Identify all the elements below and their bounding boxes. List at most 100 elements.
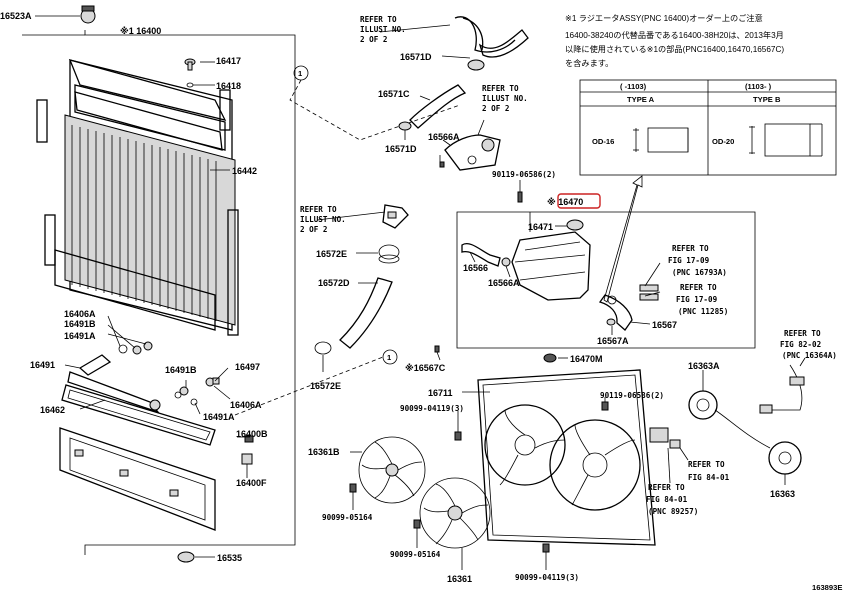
fan-shroud-16711[interactable] [477,369,656,546]
side-seal-left[interactable] [36,99,48,143]
label-16400b[interactable]: 16400B [236,429,268,439]
refer-fig82-2[interactable]: FIG 82-02 [780,340,821,349]
refer-fig84b-3[interactable]: (PNC 89257) [648,507,698,516]
bolt-16566a-clip[interactable] [439,161,445,168]
label-16491a-mid[interactable]: 16491A [203,412,235,422]
label-16442[interactable]: 16442 [232,166,257,176]
refer-fig17b-1[interactable]: REFER TO [680,283,717,292]
label-90099-05164-mid[interactable]: 90099-05164 [390,550,441,559]
water-outlet-16566a[interactable] [444,134,501,171]
refer-left-2[interactable]: ILLUST NO. [300,215,346,224]
label-16535[interactable]: 16535 [217,553,242,563]
label-16566a-mid[interactable]: 16566A [488,278,520,288]
label-90099-04119-bottom[interactable]: 90099-04119(3) [515,573,579,582]
bolt-90119-top[interactable] [517,191,523,203]
gasket-16418[interactable] [186,82,194,88]
label-16491a-left[interactable]: 16491A [64,331,96,341]
refer-fig84b-2[interactable]: FIG 84-01 [646,495,688,504]
refer-fig17a-1[interactable]: REFER TO [672,244,709,253]
label-16462[interactable]: 16462 [40,405,65,415]
label-16572e-top[interactable]: 16572E [316,249,347,259]
bolt-90099-04119-top[interactable] [454,431,462,441]
fan-motor-16363[interactable] [768,441,802,475]
fan-relay-wiring[interactable] [649,364,805,449]
fan-motor-16363a[interactable] [688,390,718,420]
label-16523a[interactable]: 16523A [0,11,32,21]
refer-fig17b-2[interactable]: FIG 17-09 [676,295,718,304]
reservoir-hose-16567[interactable] [598,294,633,331]
reservoir-tank-16470[interactable] [511,219,591,301]
bolt-90119-mid[interactable] [601,401,609,411]
label-90099-05164-left[interactable]: 90099-05164 [322,513,373,522]
side-seal-right[interactable] [227,209,239,336]
label-16566[interactable]: 16566 [463,263,488,273]
refer-mid-2[interactable]: ILLUST NO. [482,94,528,103]
label-16491[interactable]: 16491 [30,360,55,370]
o-rings-middle[interactable] [174,377,220,406]
label-16361b[interactable]: 16361B [308,447,340,457]
fan-16361[interactable] [419,477,491,549]
label-16400f[interactable]: 16400F [236,478,267,488]
refer-mid-3[interactable]: 2 OF 2 [482,104,509,113]
refer-fig17b-3[interactable]: (PNC 11285) [678,307,728,316]
label-16497[interactable]: 16497 [235,362,260,372]
radiator-cap[interactable] [80,5,96,24]
refer-fig82-1[interactable]: REFER TO [784,329,821,338]
bolt-90099-05164-left[interactable] [349,483,357,493]
hose-16571-assembly[interactable] [398,16,529,131]
drain-cock-16400f[interactable] [241,453,253,470]
clip-16470m[interactable] [543,353,557,363]
label-16417[interactable]: 16417 [216,56,241,66]
bolt-16400b[interactable] [244,435,254,443]
refer-left-1[interactable]: REFER TO [300,205,337,214]
label-16571c[interactable]: 16571C [378,89,410,99]
label-16406a-left[interactable]: 16406A [64,309,96,319]
lower-tank-16462[interactable] [61,384,216,446]
refer-fig84a-1[interactable]: REFER TO [688,460,725,469]
label-16572e-bottom[interactable]: 16572E [310,381,341,391]
label-16567a[interactable]: 16567A [597,336,629,346]
refer-fig17a-3[interactable]: (PNC 16793A) [672,268,727,277]
bolt-90099-04119-bot[interactable] [542,543,550,553]
label-16400[interactable]: ※1 16400 [120,26,161,36]
label-90099-04119-top[interactable]: 90099-04119(3) [400,404,464,413]
label-90119-mid[interactable]: 90119-06586(2) [600,391,664,400]
bolt-90099-05164-mid[interactable] [413,519,421,529]
label-16491b-mid[interactable]: 16491B [165,365,197,375]
label-16567[interactable]: 16567 [652,320,677,330]
label-16363[interactable]: 16363 [770,489,795,499]
label-16567c[interactable]: ※16567C [405,363,446,373]
drain-plug-16417[interactable] [184,58,196,71]
label-16571d-top[interactable]: 16571D [400,52,432,62]
label-16471[interactable]: 16471 [528,222,553,232]
hose-16572-assembly[interactable] [314,204,409,355]
refer-top-3[interactable]: 2 OF 2 [360,35,387,44]
label-16470[interactable]: ※ 16470 [547,197,583,207]
label-16406a-mid[interactable]: 16406A [230,400,262,410]
side-seal-left-lower[interactable] [44,214,56,266]
o-rings-left[interactable] [118,341,153,355]
label-16571d-bottom[interactable]: 16571D [385,144,417,154]
label-16572d[interactable]: 16572D [318,278,350,288]
label-16361[interactable]: 16361 [447,574,472,584]
refer-fig84a-2[interactable]: FIG 84-01 [688,473,730,482]
bolt-16567c[interactable] [434,345,440,353]
side-seal-right-upper[interactable] [219,89,231,131]
label-16418[interactable]: 16418 [216,81,241,91]
refer-fig17a-2[interactable]: FIG 17-09 [668,256,710,265]
tank-seal-16442[interactable] [74,91,223,151]
label-90119-top[interactable]: 90119-06586(2) [492,170,556,179]
label-16470m[interactable]: 16470M [570,354,603,364]
refer-mid-1[interactable]: REFER TO [482,84,519,93]
refer-top-2[interactable]: ILLUST NO. [360,25,406,34]
fan-16361b[interactable] [358,436,426,504]
refer-top-1[interactable]: REFER TO [360,15,397,24]
label-16711[interactable]: 16711 [428,388,453,398]
label-16363a[interactable]: 16363A [688,361,720,371]
label-16566a-top[interactable]: 16566A [428,132,460,142]
lower-bracket-16400b[interactable] [59,427,216,531]
refer-fig82-3[interactable]: (PNC 16364A) [782,351,837,360]
refer-fig84b-1[interactable]: REFER TO [648,483,685,492]
refer-left-3[interactable]: 2 OF 2 [300,225,327,234]
radiator-core[interactable] [54,59,236,331]
